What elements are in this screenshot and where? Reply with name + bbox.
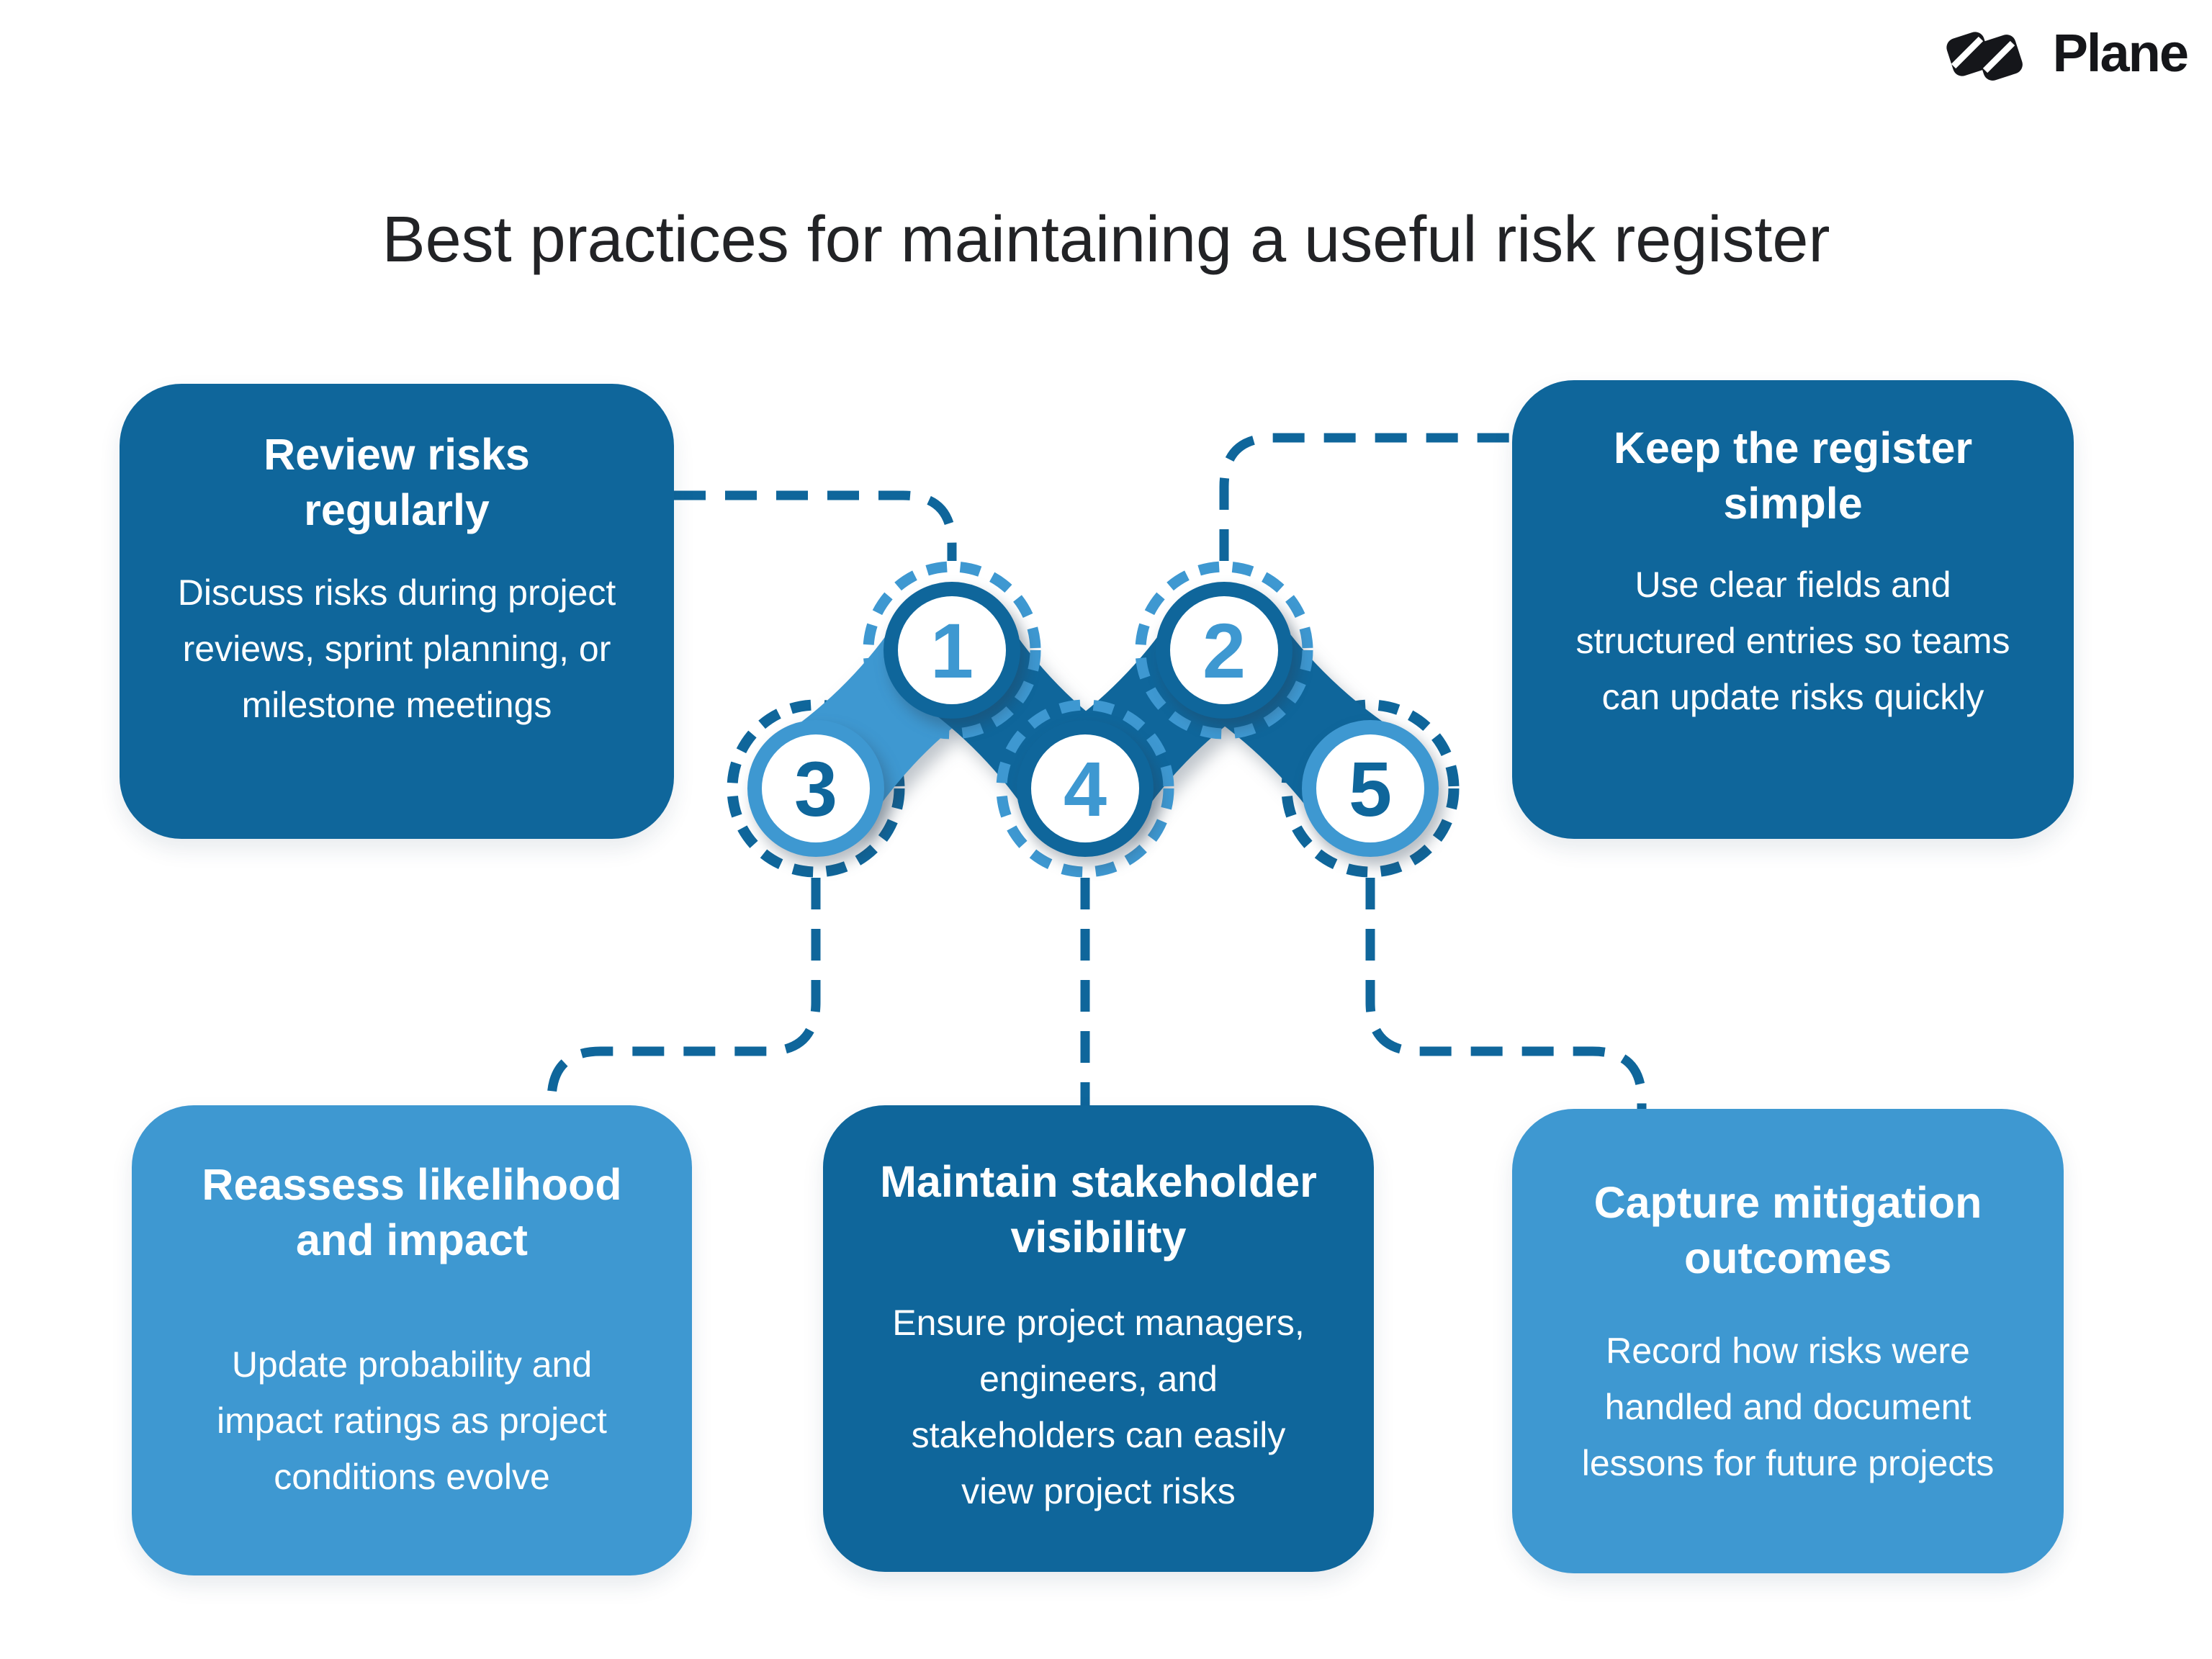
step4-number: 4 <box>1064 745 1107 832</box>
step-card-capture-mitigation: Capture mitigation outcomes Record how r… <box>1512 1109 2064 1573</box>
step4-node-circle <box>1017 720 1154 857</box>
step1-number: 1 <box>930 607 974 694</box>
connector-step2 <box>1219 433 1512 561</box>
step-card-description: Update probability and impact ratings as… <box>217 1344 607 1497</box>
connector-step5 <box>1365 878 1647 1110</box>
step3-dashed-ring <box>727 699 905 878</box>
connector-step3 <box>547 878 821 1107</box>
step2-dashed-ring <box>1135 561 1313 739</box>
chain-nodes <box>747 582 1439 857</box>
step5-dashed-ring <box>1281 699 1460 878</box>
step-card-title: Keep the register simple <box>1613 423 1973 529</box>
step-card-description: Ensure project managers, engineers, and … <box>892 1302 1305 1511</box>
step-card-description: Discuss risks during project reviews, sp… <box>177 572 616 725</box>
step2-number: 2 <box>1202 607 1246 694</box>
step4-dashed-ring <box>996 699 1174 878</box>
step5-number: 5 <box>1349 745 1392 832</box>
step-card-stakeholder-visibility: Maintain stakeholder visibility Ensure p… <box>823 1105 1374 1572</box>
plane-logo: Plane <box>1933 19 2189 88</box>
step5-node-circle <box>1302 720 1439 857</box>
step-card-title: Maintain stakeholder visibility <box>880 1157 1317 1262</box>
step-card-title: Reassess likelihood and impact <box>202 1160 622 1265</box>
step-card-reassess-likelihood: Reassess likelihood and impact Update pr… <box>132 1105 692 1575</box>
step-card-review-risks: Review risks regularly Discuss risks dur… <box>120 384 674 839</box>
connector-step1 <box>674 490 957 561</box>
step1-dashed-ring <box>863 561 1041 739</box>
step3-number: 3 <box>794 745 837 832</box>
plane-logo-icon <box>1946 32 2023 81</box>
step2-node-circle <box>1156 582 1292 719</box>
step3-node-circle <box>747 720 884 857</box>
step1-node-circle <box>884 582 1020 719</box>
plane-logo-text: Plane <box>2052 23 2189 83</box>
step-card-keep-register-simple: Keep the register simple Use clear field… <box>1512 380 2074 839</box>
page-title: Best practices for maintaining a useful … <box>382 204 1830 276</box>
step-card-title: Review risks regularly <box>264 430 530 535</box>
step-card-description: Record how risks were handled and docume… <box>1581 1330 1995 1483</box>
step-card-title: Capture mitigation outcomes <box>1593 1178 1982 1283</box>
step-card-description: Use clear fields and structured entries … <box>1575 564 2010 717</box>
